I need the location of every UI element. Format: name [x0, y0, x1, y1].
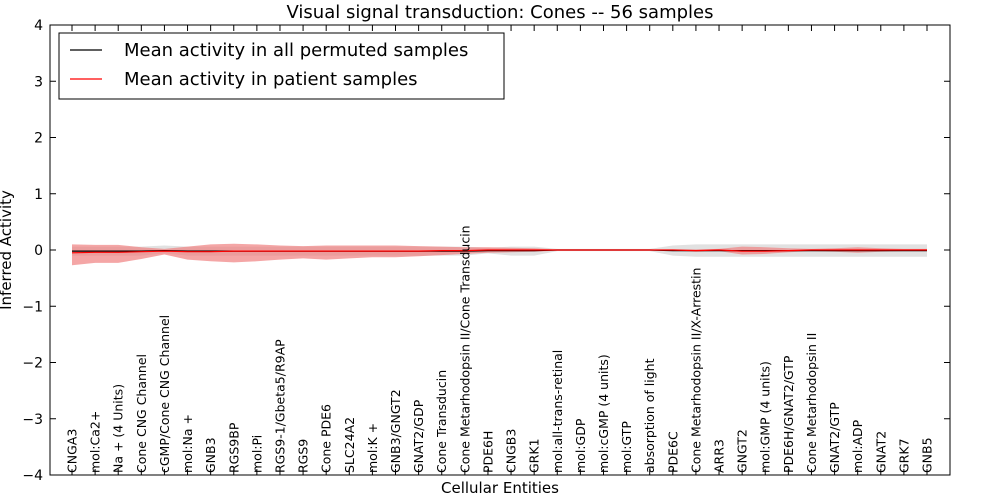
- category-label: Cone Metarhodopsin II: [804, 333, 819, 473]
- category-labels: CNGA3 mol:Ca2+ Na + (4 Units) Cone CNG Chan…: [65, 225, 935, 473]
- category-label: GNB3/GNGT2: [388, 389, 403, 473]
- category-label: mol:Pi: [249, 435, 264, 473]
- y-tick-label: −2: [22, 356, 43, 372]
- category-label: mol:all-trans-retinal: [550, 350, 565, 473]
- category-label: mol:GTP: [619, 421, 634, 473]
- category-label: Na + (4 Units): [111, 384, 126, 473]
- category-label: PDE6H/GNAT2/GTP: [781, 355, 796, 473]
- category-label: PDE6C: [665, 431, 680, 473]
- y-tick-label: 2: [34, 131, 43, 147]
- legend-label-patient: Mean activity in patient samples: [124, 69, 418, 90]
- y-tick-label: 1: [34, 187, 43, 203]
- y-axis-ticks: −4 −3 −2 −1 0 1 2 3 4: [22, 18, 950, 484]
- category-label: RGS9: [296, 439, 311, 473]
- category-label: GRK1: [527, 438, 542, 473]
- category-label: absorption of light: [642, 358, 657, 473]
- band-series-1: [72, 243, 927, 266]
- category-label: mol:ADP: [850, 419, 865, 473]
- category-label: Cone Transducin: [434, 370, 449, 473]
- category-label: RGS9-1/Gbeta5/R9AP: [273, 339, 288, 473]
- legend-box: [58, 32, 505, 100]
- category-label: mol:Na +: [180, 414, 195, 473]
- series-lines: [71, 249, 927, 254]
- category-label: cGMP/Cone CNG Channel: [157, 315, 172, 473]
- category-label: mol:GDP: [573, 418, 588, 473]
- y-tick-label: −1: [22, 299, 43, 315]
- confidence-bands: [72, 243, 927, 266]
- category-label: GNB3: [203, 437, 218, 473]
- category-label: CNGA3: [65, 429, 80, 473]
- category-label: GNGT2: [735, 429, 750, 473]
- category-label: PDE6H: [480, 431, 495, 473]
- category-label: GRK7: [896, 438, 911, 473]
- category-label: RGS9BP: [226, 422, 241, 473]
- y-tick-label: −3: [22, 412, 43, 428]
- x-axis-ticks: [71, 25, 928, 475]
- category-label: GNAT2/GTP: [827, 402, 842, 473]
- category-label: Cone CNG Channel: [134, 354, 149, 473]
- category-label: Cone PDE6: [319, 404, 334, 473]
- y-axis-label: Inferred Activity: [0, 190, 15, 310]
- category-label: GNAT2/GDP: [411, 399, 426, 473]
- chart-title: Visual signal transduction: Cones -- 56 …: [286, 2, 713, 23]
- category-label: mol:Ca2+: [88, 411, 103, 473]
- category-label: mol:K +: [365, 423, 380, 473]
- x-axis-label: Cellular Entities: [441, 479, 559, 497]
- y-tick-label: −4: [22, 468, 43, 484]
- category-label: Cone Metarhodopsin II/X-Arrestin: [688, 268, 703, 473]
- y-tick-label: 4: [34, 18, 43, 34]
- category-label: SLC24A2: [342, 417, 357, 473]
- category-label: GNB5: [920, 437, 935, 473]
- category-label: mol:cGMP (4 units): [596, 354, 611, 473]
- y-tick-label: 3: [34, 74, 43, 90]
- category-label: mol:GMP (4 units): [758, 361, 773, 473]
- category-label: ARR3: [712, 439, 727, 473]
- legend: Mean activity in all permuted samples Me…: [58, 32, 505, 100]
- line-series-1: [71, 249, 927, 254]
- legend-label-permuted: Mean activity in all permuted samples: [124, 40, 468, 61]
- y-tick-label: 0: [34, 243, 43, 259]
- category-label: GNAT2: [873, 431, 888, 473]
- category-label: Cone Metarhodopsin II/Cone Transducin: [457, 225, 472, 473]
- category-label: CNGB3: [504, 429, 519, 473]
